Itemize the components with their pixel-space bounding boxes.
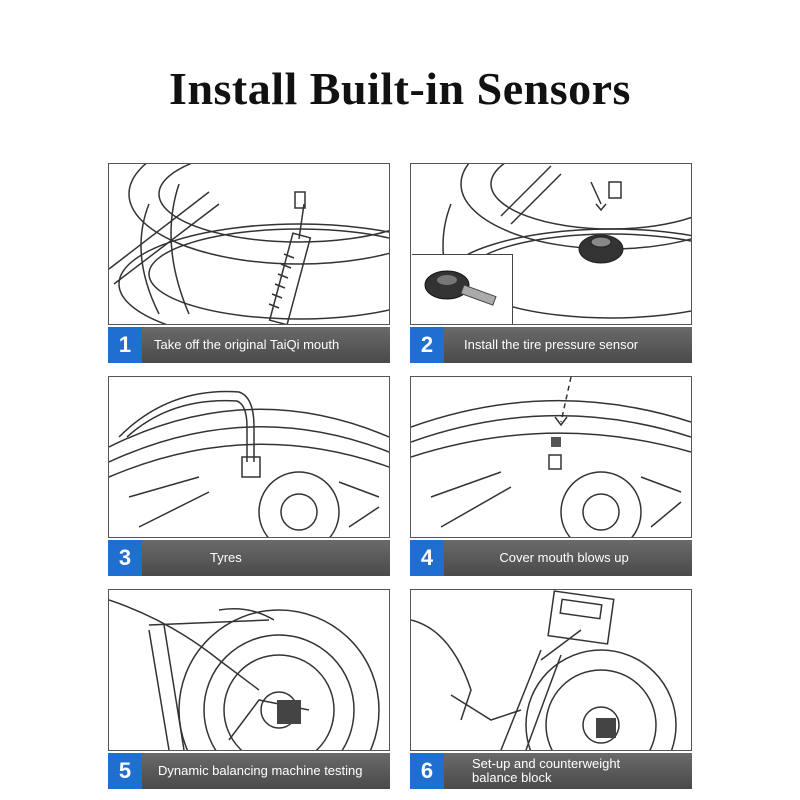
page-title: Install Built-in Sensors xyxy=(169,63,631,114)
step-6-number-badge: 6 xyxy=(410,753,444,789)
step-6-caption: Set-up and counterweight balance block xyxy=(472,756,621,785)
step-5-card: 5 Dynamic balancing machine testing xyxy=(108,589,390,789)
step-1-caption-bar: 1 Take off the original TaiQi mouth xyxy=(108,327,390,363)
step-4-illustration xyxy=(410,376,692,538)
step-5-caption-bar: 5 Dynamic balancing machine testing xyxy=(108,753,390,789)
step-2-card: 2 Install the tire pressure sensor xyxy=(410,163,692,363)
step-2-number-badge: 2 xyxy=(410,327,444,363)
step-6-card: 6 Set-up and counterweight balance block xyxy=(410,589,692,789)
step-3-card: 3 Tyres xyxy=(108,376,390,576)
tpms-sensor-icon xyxy=(424,270,497,306)
step-2-illustration xyxy=(410,163,692,325)
counterweight-setup-drawing xyxy=(411,590,677,750)
step-1-number-badge: 1 xyxy=(108,327,142,363)
step-1-illustration xyxy=(108,163,390,325)
step-2-caption: Install the tire pressure sensor xyxy=(464,337,639,352)
step-3-illustration xyxy=(108,376,390,538)
step-6-illustration xyxy=(410,589,692,751)
step-3-caption: Tyres xyxy=(210,550,242,565)
step-4-number-badge: 4 xyxy=(410,540,444,576)
step-6-caption-bar: 6 Set-up and counterweight balance block xyxy=(410,753,692,789)
step-1-caption: Take off the original TaiQi mouth xyxy=(154,337,340,352)
step-4-caption: Cover mouth blows up xyxy=(499,550,629,565)
step-5-caption: Dynamic balancing machine testing xyxy=(158,763,363,778)
step-5-illustration xyxy=(108,589,390,751)
tire-inflation-drawing xyxy=(109,390,389,537)
step-3-caption-bar: 3 Tyres xyxy=(108,540,390,576)
valve-cap-drawing xyxy=(411,377,691,537)
step-4-card: 4 Cover mouth blows up xyxy=(410,376,692,576)
step-2-caption-bar: 2 Install the tire pressure sensor xyxy=(410,327,692,363)
step-3-number-badge: 3 xyxy=(108,540,142,576)
tire-valve-removal-drawing xyxy=(109,164,389,324)
balancing-machine-drawing xyxy=(109,599,380,750)
step-1-card: 1 Take off the original TaiQi mouth xyxy=(108,163,390,363)
step-4-caption-bar: 4 Cover mouth blows up xyxy=(410,540,692,576)
sensor-closeup-inset xyxy=(412,254,513,324)
step-5-number-badge: 5 xyxy=(108,753,142,789)
